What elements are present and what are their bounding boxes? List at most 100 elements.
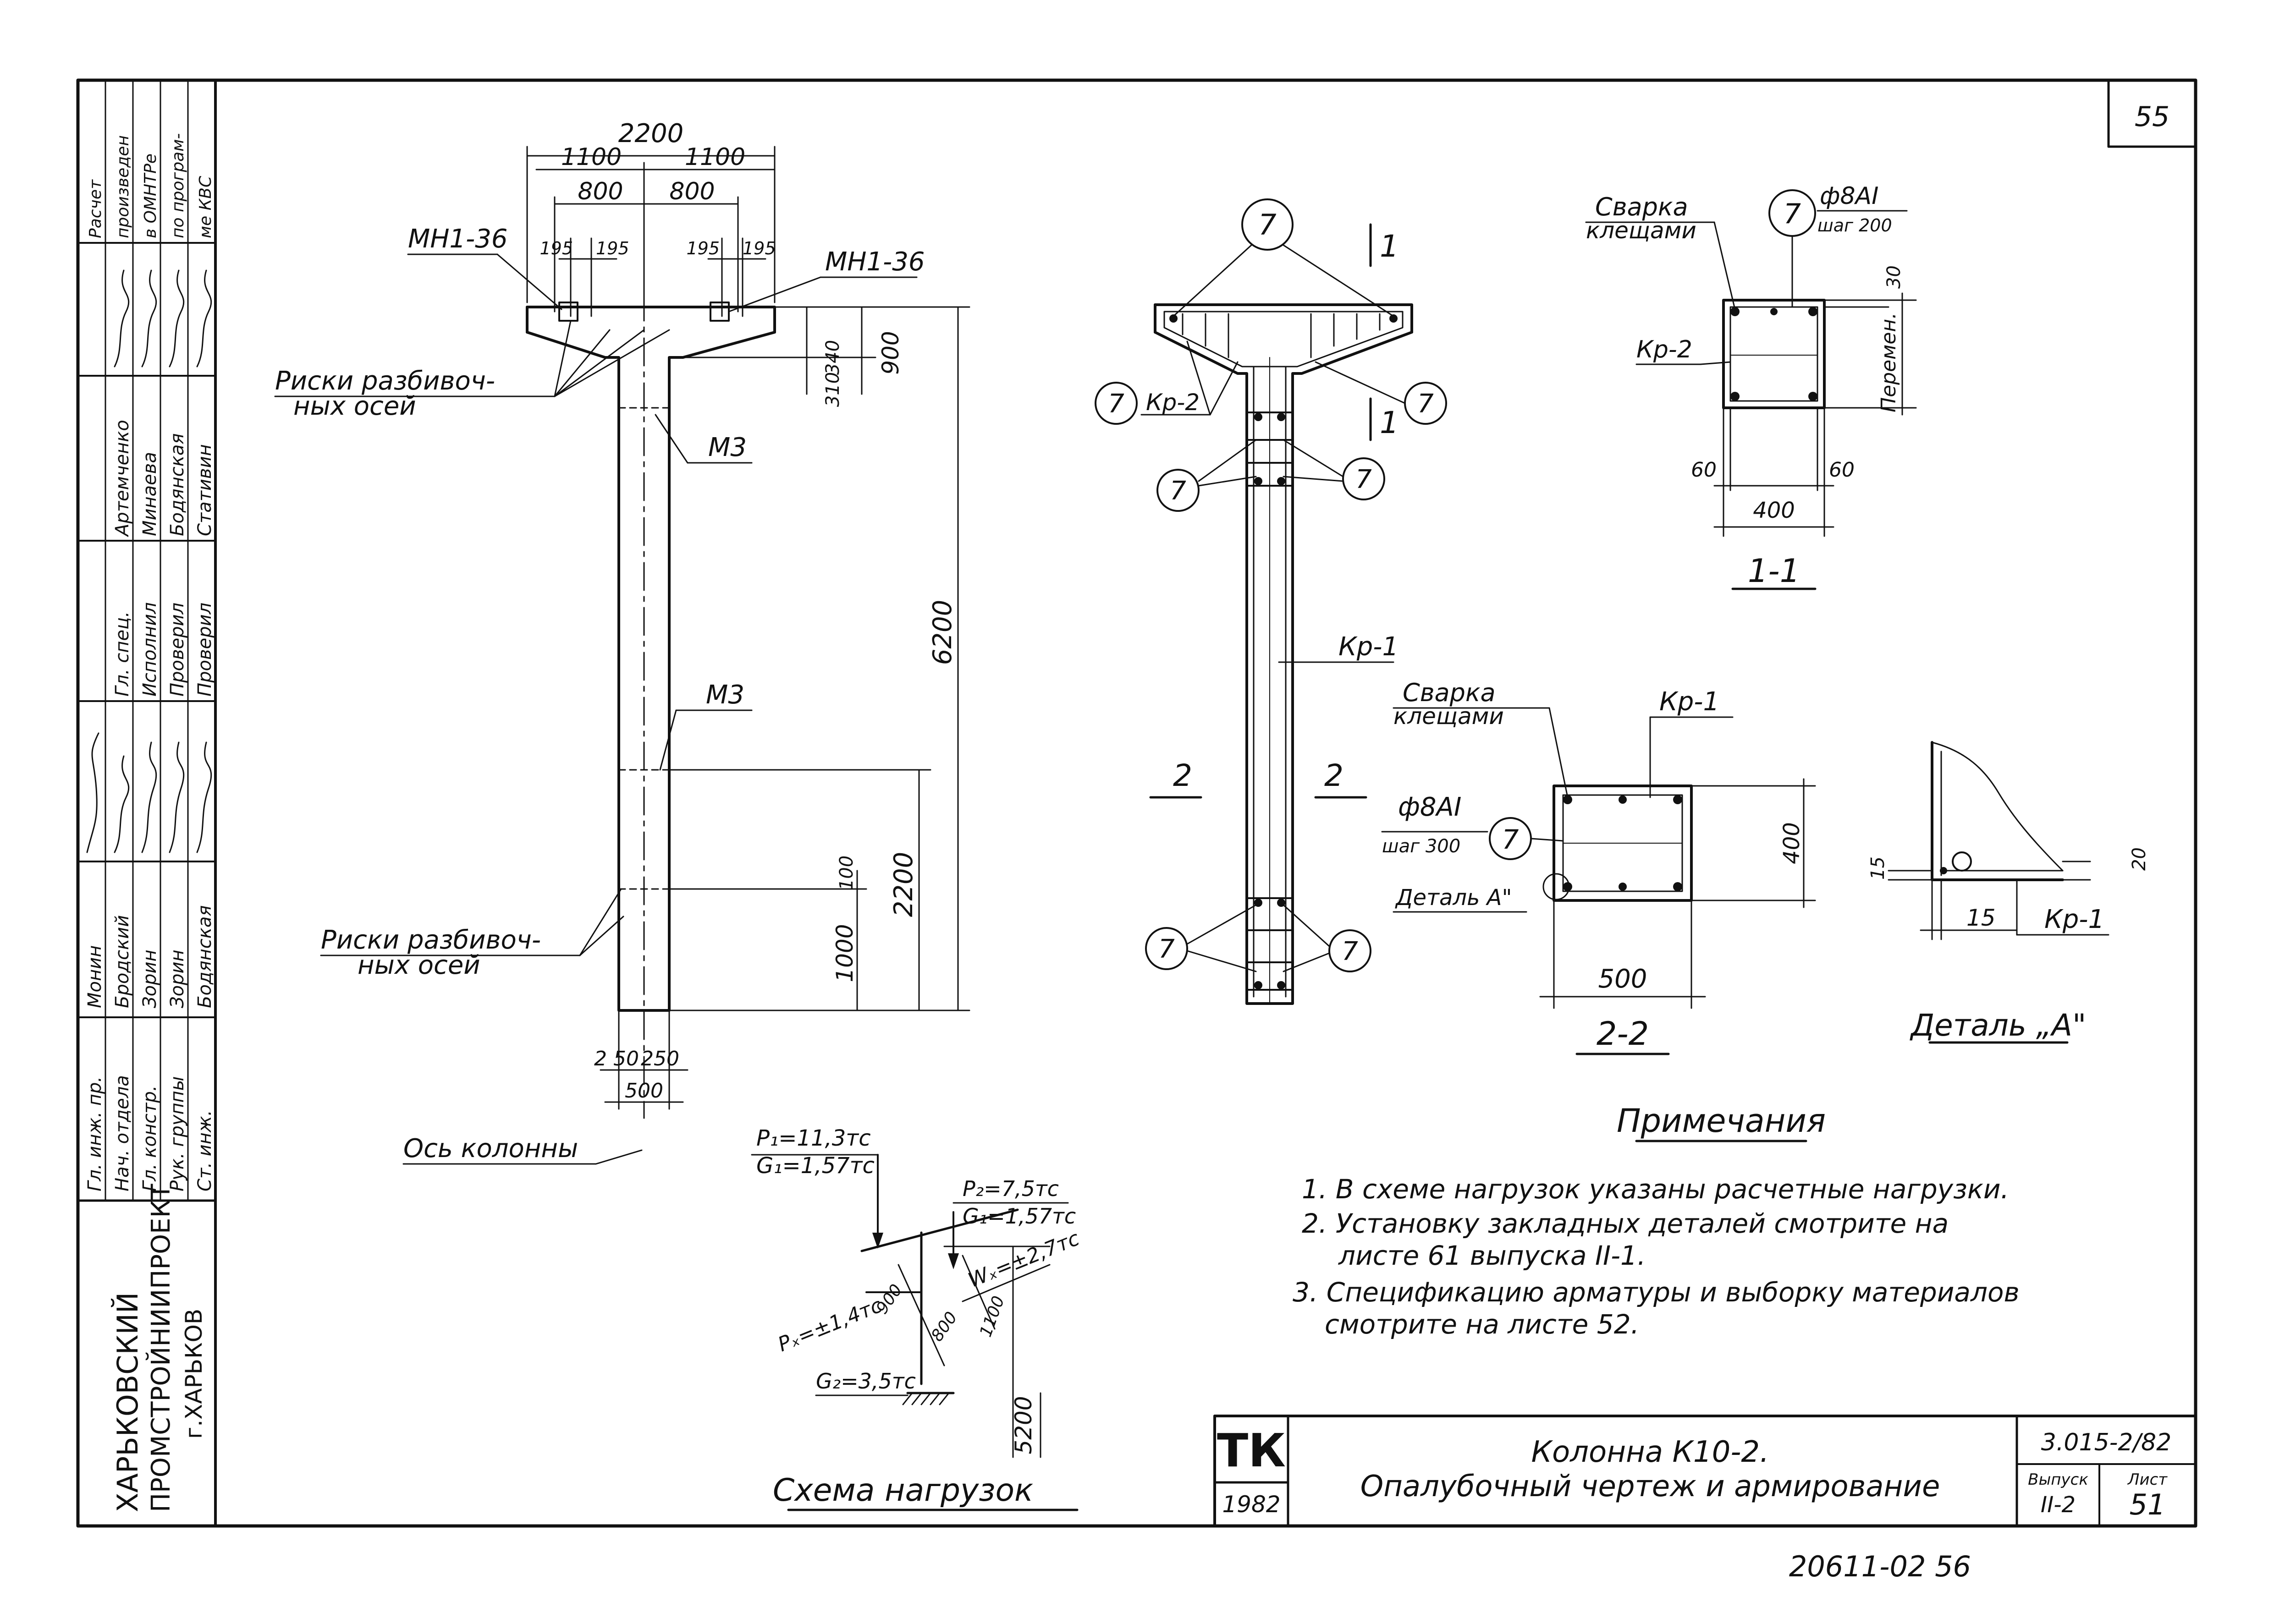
- sign-role-4: Рук. группы: [167, 1076, 188, 1191]
- tb-logo: ТК: [1217, 1424, 1286, 1477]
- sign-role-3: Гл. констр.: [139, 1086, 160, 1191]
- marker-7-right-mid: 7: [1355, 465, 1372, 494]
- page-number: 55: [2135, 101, 2169, 133]
- signature-scribble-4: [169, 741, 185, 853]
- s11-marker-7: 7: [1784, 198, 1801, 230]
- org-line-1: ХАРЬКОВСКИЙ: [111, 1292, 144, 1512]
- dim-250-a: 2 50: [594, 1047, 639, 1070]
- title-block: ТК 1982 Колонна К10-2. Опалубочный черте…: [1213, 1415, 2197, 1527]
- label-m3-mid: М3: [706, 680, 744, 710]
- note-2a: 2. Установку закладных деталей смотрите …: [1302, 1208, 1949, 1239]
- sheet-frame: [76, 78, 2197, 1528]
- dim-100: 100: [836, 856, 857, 890]
- tb-issue-value: II-2: [2041, 1492, 2076, 1518]
- load-g2: G₂=3,5тс: [816, 1369, 916, 1394]
- dim-2200-top: 2200: [618, 119, 684, 148]
- signature-scribble-8: [169, 269, 185, 368]
- dim-340: 340: [822, 340, 843, 375]
- signature-scribble-2: [114, 755, 130, 853]
- dim-1000: 1000: [831, 924, 858, 982]
- tb-sheet-value: 51: [2130, 1488, 2166, 1521]
- calc-note-4: по програм-: [169, 133, 187, 238]
- s11-weld-2: клещами: [1586, 217, 1696, 244]
- marker-7-left-bottom: 7: [1158, 934, 1175, 964]
- detail-kr1: Кр-1: [2044, 905, 2104, 934]
- sign2-role-2: Исполнил: [139, 602, 160, 697]
- sign2-role-3: Проверил: [167, 603, 188, 697]
- tb-name-2: Опалубочный чертеж и армирование: [1360, 1470, 1940, 1503]
- load-p2: P₂=7,5тс: [963, 1176, 1059, 1201]
- sign2-role-4: Проверил: [194, 603, 215, 697]
- s22-dim-400: 400: [1779, 822, 1805, 864]
- sign2-name-3: Бодянская: [167, 433, 188, 536]
- sign-name-2: Бродский: [112, 915, 133, 1008]
- marker-7-top: 7: [1258, 208, 1276, 241]
- detail-title: Деталь „А": [1910, 1008, 2087, 1043]
- dim-1100-right: 1100: [685, 143, 745, 171]
- section-1-1: Сварка клещами 7 ф8АI шаг 200 Кр-2 30 Пе…: [1585, 182, 1917, 590]
- tb-issue-label: Выпуск: [2028, 1470, 2088, 1489]
- signature-scribble-3: [141, 741, 157, 853]
- load-g1b: G₁=1,57тс: [963, 1204, 1076, 1229]
- label-mn-right: МН1-36: [825, 247, 925, 277]
- s11-title: 1-1: [1748, 552, 1800, 590]
- bottom-stamp: 20611-02 56: [1789, 1550, 1971, 1583]
- s22-title: 2-2: [1597, 1015, 1649, 1053]
- load-wx: Wₓ=±2,7тс: [965, 1227, 1083, 1292]
- load-p1: P₁=11,3тс: [756, 1125, 871, 1151]
- detail-dim-15h: 15: [1966, 905, 1996, 931]
- org-line-3: г.ХАРЬКОВ: [181, 1309, 207, 1439]
- load-px: Pₓ=±1,4тс: [775, 1294, 885, 1356]
- label-kr2-view: Кр-2: [1146, 389, 1200, 416]
- s11-dim-30: 30: [1883, 265, 1905, 289]
- label-axes-top-1: Риски разбивоч-: [275, 366, 495, 396]
- sign-role-1: Гл. инж. пр.: [84, 1076, 105, 1191]
- dim-195-a: 195: [540, 238, 573, 258]
- tb-year: 1982: [1222, 1491, 1280, 1518]
- load-g1: G₁=1,57тс: [756, 1153, 875, 1179]
- signature-scribble-9: [196, 269, 212, 368]
- detail-a: 15 20 15 Кр-1 Деталь „А": [1867, 741, 2150, 1044]
- calc-note-3: в ОМНТРе: [141, 154, 160, 238]
- org-line-2: ПРОМСТРОЙНИИПРОЕКТ: [146, 1184, 176, 1512]
- sign-name-1: Монин: [84, 945, 105, 1008]
- load-dim-1100: 1100: [976, 1294, 1008, 1339]
- signature-scribble-6: [114, 269, 130, 368]
- label-column-axis: Ось колонны: [403, 1134, 578, 1163]
- sign-name-3: Зорин: [139, 949, 160, 1008]
- dim-6200: 6200: [928, 600, 958, 665]
- dim-800-left: 800: [578, 178, 623, 205]
- notes-title: Примечания: [1617, 1102, 1826, 1140]
- s22-weld-1: Сварка: [1403, 678, 1496, 707]
- dim-1100-left: 1100: [561, 143, 622, 171]
- signature-scribble-1: [86, 732, 99, 853]
- marker-7-right-bottom: 7: [1342, 937, 1358, 966]
- s22-kr1: Кр-1: [1659, 687, 1719, 717]
- dim-310: 310: [822, 372, 843, 407]
- calc-note-5: ме КВС: [196, 176, 215, 238]
- s11-dim-400: 400: [1753, 498, 1795, 523]
- column-elevation: 2200 1100 1100 800 800 195 195 195 195 М…: [274, 119, 970, 1165]
- s11-dim-60b: 60: [1829, 458, 1855, 482]
- dim-800-right: 800: [669, 178, 715, 205]
- sign-name-4: Зорин: [167, 949, 188, 1008]
- sign2-name-4: Стативин: [194, 444, 215, 536]
- dim-2200-right: 2200: [889, 852, 919, 917]
- section-mark-1-top: 1: [1380, 229, 1399, 264]
- calc-note-1: Расчет: [86, 179, 105, 238]
- marker-7-left-mid: 7: [1170, 476, 1186, 506]
- s22-bar: ф8АI: [1398, 792, 1461, 822]
- s11-kr2: Кр-2: [1636, 336, 1692, 363]
- dim-250-b: 250: [641, 1047, 679, 1070]
- signature-table: [77, 79, 217, 1202]
- sign2-role-1: Гл. спец.: [112, 611, 133, 697]
- section-mark-2-left: 2: [1173, 758, 1192, 793]
- marker-7-left-head: 7: [1108, 389, 1124, 419]
- tb-doc-code: 3.015-2/82: [2041, 1429, 2171, 1456]
- s22-detail: Деталь А": [1395, 885, 1512, 911]
- section-mark-2-right: 2: [1324, 758, 1343, 793]
- section-mark-1-bottom: 1: [1380, 405, 1399, 440]
- label-axes-bottom-1: Риски разбивоч-: [321, 925, 541, 955]
- s11-dim-var: Перемен.: [1877, 313, 1900, 412]
